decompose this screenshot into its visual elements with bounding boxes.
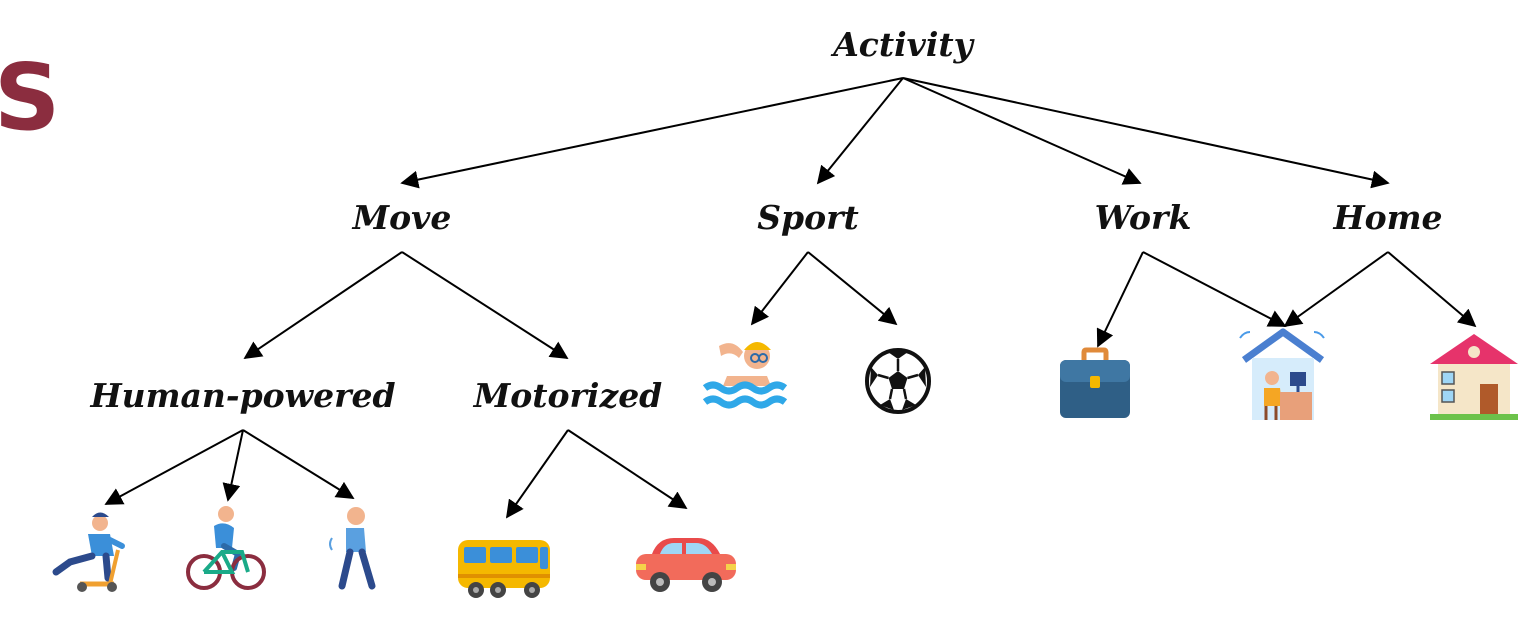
- edge-move-human-powered: [243, 251, 403, 360]
- node-move: Move: [352, 198, 452, 237]
- car-icon: [636, 538, 736, 592]
- edge-human-scooter: [104, 429, 244, 505]
- node-motorized: Motorized: [473, 376, 663, 415]
- node-home: Home: [1332, 198, 1442, 237]
- scooter-rider-icon: [52, 512, 125, 592]
- edge-activity-sport: [816, 77, 904, 185]
- edge-activity-home: [902, 77, 1390, 189]
- edge-work-briefcase: [1096, 251, 1144, 348]
- edge-activity-move: [400, 77, 904, 189]
- tree-edges: [104, 77, 1477, 519]
- home-office-icon: [1239, 328, 1325, 420]
- edge-human-walker: [242, 429, 355, 499]
- edge-home-house: [1387, 251, 1477, 328]
- edge-work-home-office: [1142, 251, 1287, 327]
- node-sport: Sport: [757, 198, 859, 237]
- edge-home-home-office: [1283, 251, 1389, 328]
- house-icon: [1430, 334, 1518, 420]
- edge-move-motorized: [401, 251, 569, 359]
- edge-activity-work: [902, 77, 1142, 185]
- walker-icon: [329, 507, 376, 590]
- edge-sport-swimmer: [750, 251, 809, 326]
- node-activity: Activity: [830, 25, 975, 64]
- edge-motorized-car: [567, 429, 688, 509]
- soccer-ball-icon: [865, 348, 931, 414]
- corner-glyph: S: [0, 44, 61, 151]
- edge-motorized-bus: [505, 429, 569, 519]
- briefcase-icon: [1060, 347, 1130, 418]
- edge-sport-soccer: [807, 251, 898, 326]
- node-human-powered: Human-powered: [89, 376, 395, 415]
- edge-human-cyclist: [222, 429, 244, 502]
- node-work: Work: [1095, 198, 1192, 237]
- cyclist-icon: [186, 506, 266, 590]
- swimmer-icon: [702, 342, 788, 409]
- bus-icon: [458, 540, 550, 598]
